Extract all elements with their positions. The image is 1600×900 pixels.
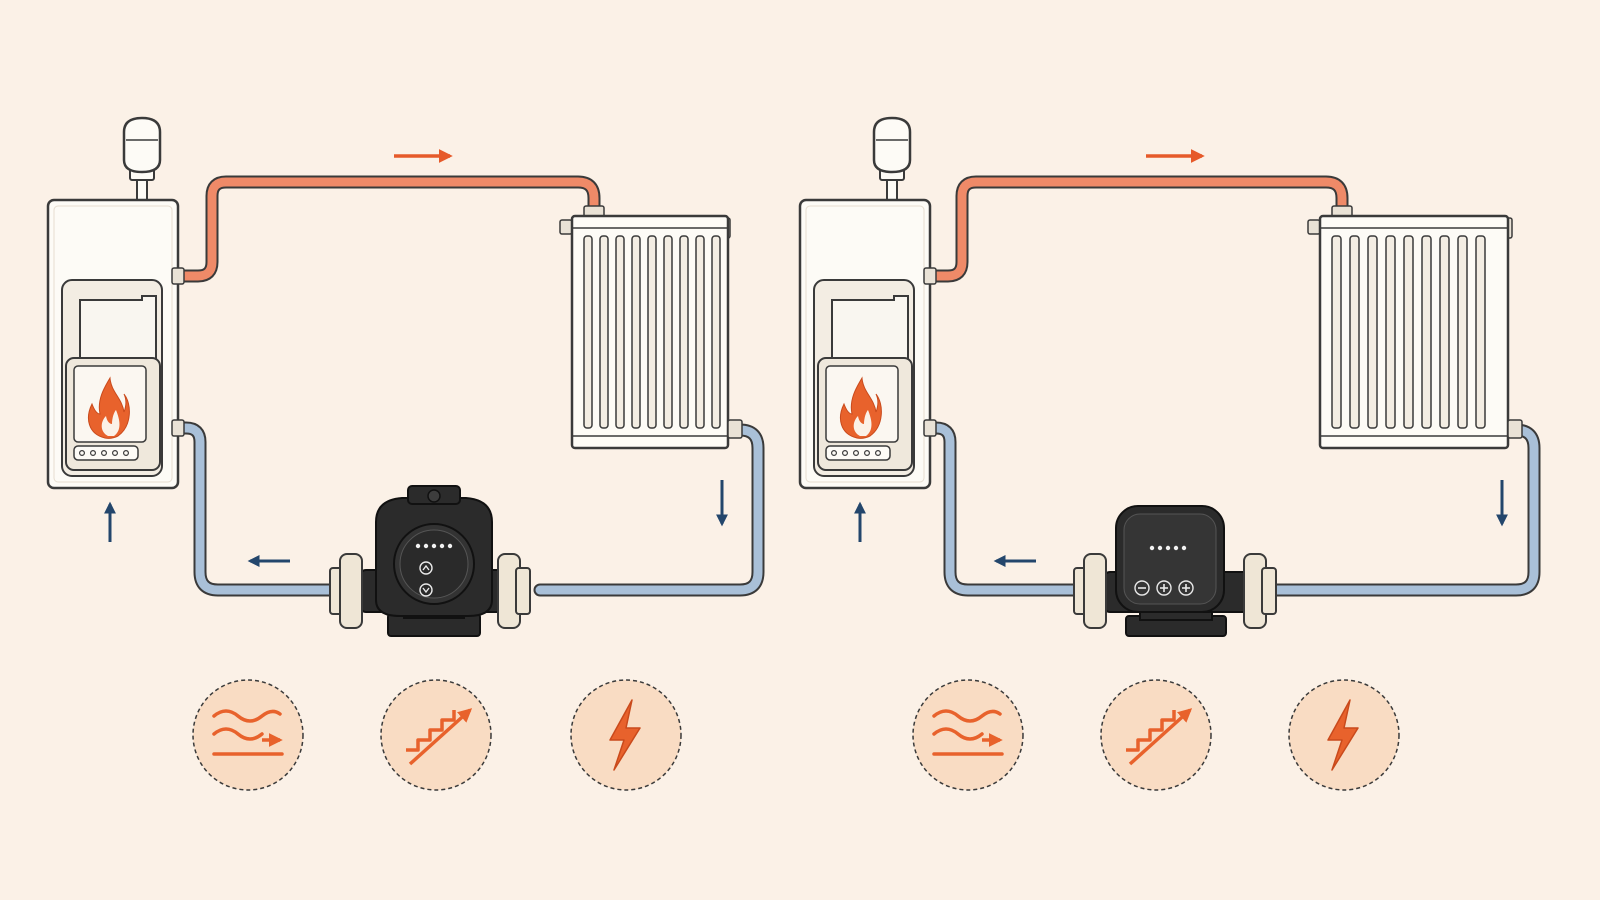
- boiler-return-fitting: [923, 419, 937, 437]
- chevron-down-icon[interactable]: [419, 583, 433, 597]
- minus-icon[interactable]: [1134, 580, 1150, 596]
- hot-supply-pipe: [923, 175, 1349, 283]
- lightning-icon: [609, 699, 641, 771]
- smart-circulation-pump: [1073, 505, 1277, 637]
- chevron-up-icon[interactable]: [419, 561, 433, 575]
- radiator: [559, 205, 743, 450]
- left-heating-system: [46, 116, 765, 791]
- control-panel: [73, 445, 139, 461]
- stairs-growth-icon: [1126, 708, 1193, 766]
- stairs-growth-icon: [406, 708, 473, 766]
- cold-return-pipe: [173, 421, 765, 597]
- lightning-icon: [1327, 699, 1359, 771]
- expansion-vessel: [122, 116, 162, 201]
- boiler-return-fitting: [171, 419, 185, 437]
- radiator: [1307, 205, 1523, 450]
- pump-indicator-leds: [415, 543, 453, 549]
- badge-lightning: [1288, 679, 1400, 791]
- flame-icon: [88, 376, 130, 439]
- boiler-outlet-fitting: [923, 267, 937, 285]
- pump-indicator-leds: [1149, 545, 1187, 551]
- boiler: [46, 198, 185, 490]
- badge-flow-waves: [912, 679, 1024, 791]
- plus-icon[interactable]: [1156, 580, 1172, 596]
- control-panel: [825, 445, 891, 461]
- hot-supply-pipe: [173, 175, 601, 283]
- boiler: [798, 198, 937, 490]
- badge-stairs-growth: [380, 679, 492, 791]
- flow-waves-icon: [932, 709, 1004, 756]
- flow-waves-icon: [212, 709, 284, 756]
- badge-stairs-growth: [1100, 679, 1212, 791]
- cold-return-pipe: [923, 421, 1541, 597]
- badge-flow-waves: [192, 679, 304, 791]
- badge-lightning: [570, 679, 682, 791]
- right-heating-system: [798, 116, 1541, 791]
- boiler-outlet-fitting: [171, 267, 185, 285]
- expansion-vessel: [872, 116, 912, 201]
- flame-icon: [840, 376, 882, 439]
- classic-circulation-pump: [329, 485, 531, 637]
- plus-icon[interactable]: [1178, 580, 1194, 596]
